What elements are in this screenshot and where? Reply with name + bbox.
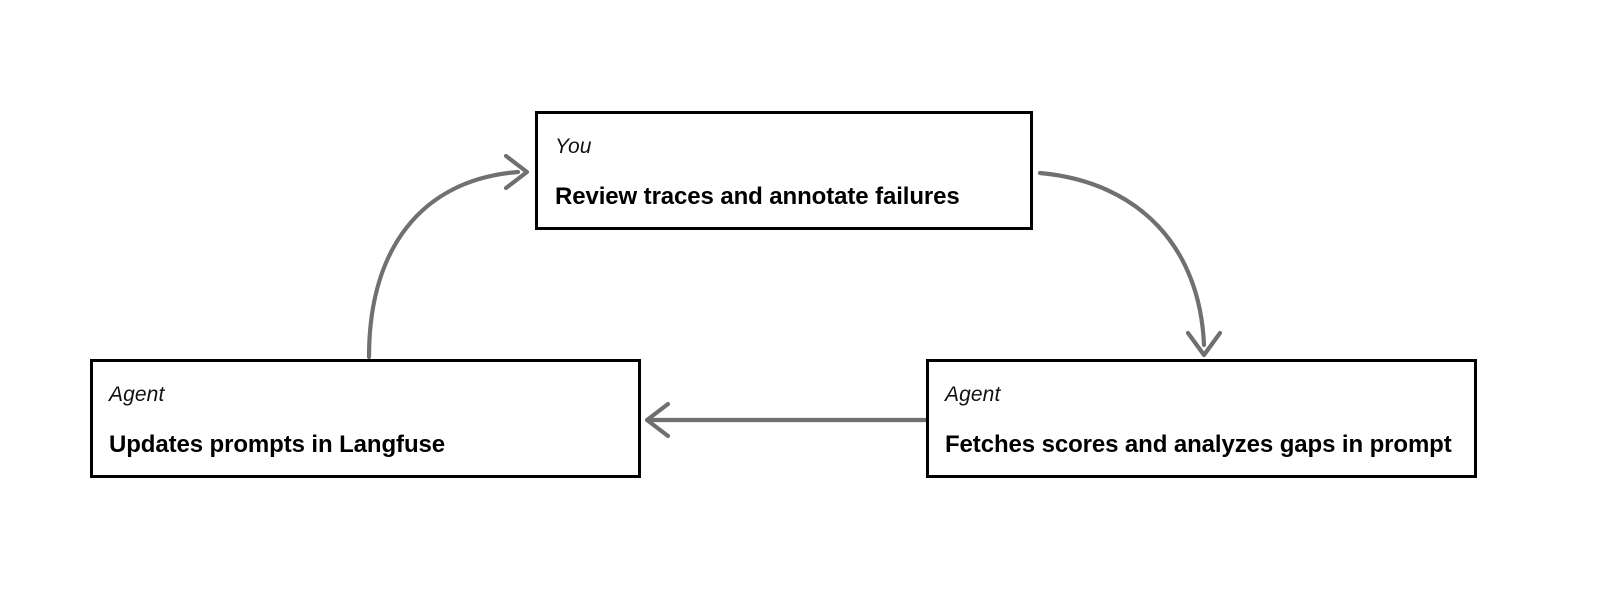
node-updates-role: Agent (109, 383, 165, 406)
edge-fetches-to-updates-arrowhead (644, 401, 671, 439)
edge-you-to-fetches (1037, 170, 1223, 358)
node-fetches-title: Fetches scores and analyzes gaps in prom… (945, 431, 1452, 458)
edge-updates-to-you-line (366, 169, 521, 360)
node-you[interactable]: You Review traces and annotate failures (535, 111, 1033, 230)
edge-updates-to-you (366, 153, 530, 360)
edge-fetches-to-updates (644, 401, 928, 439)
node-updates[interactable]: Agent Updates prompts in Langfuse (90, 359, 641, 478)
node-fetches-role: Agent (945, 383, 1001, 406)
node-you-role: You (555, 135, 592, 158)
edge-you-to-fetches-arrowhead (1185, 330, 1223, 358)
edge-you-to-fetches-line (1037, 170, 1207, 348)
node-you-title: Review traces and annotate failures (555, 183, 960, 210)
node-updates-title: Updates prompts in Langfuse (109, 431, 445, 458)
node-fetches[interactable]: Agent Fetches scores and analyzes gaps i… (926, 359, 1477, 478)
edge-updates-to-you-arrowhead (503, 153, 530, 191)
